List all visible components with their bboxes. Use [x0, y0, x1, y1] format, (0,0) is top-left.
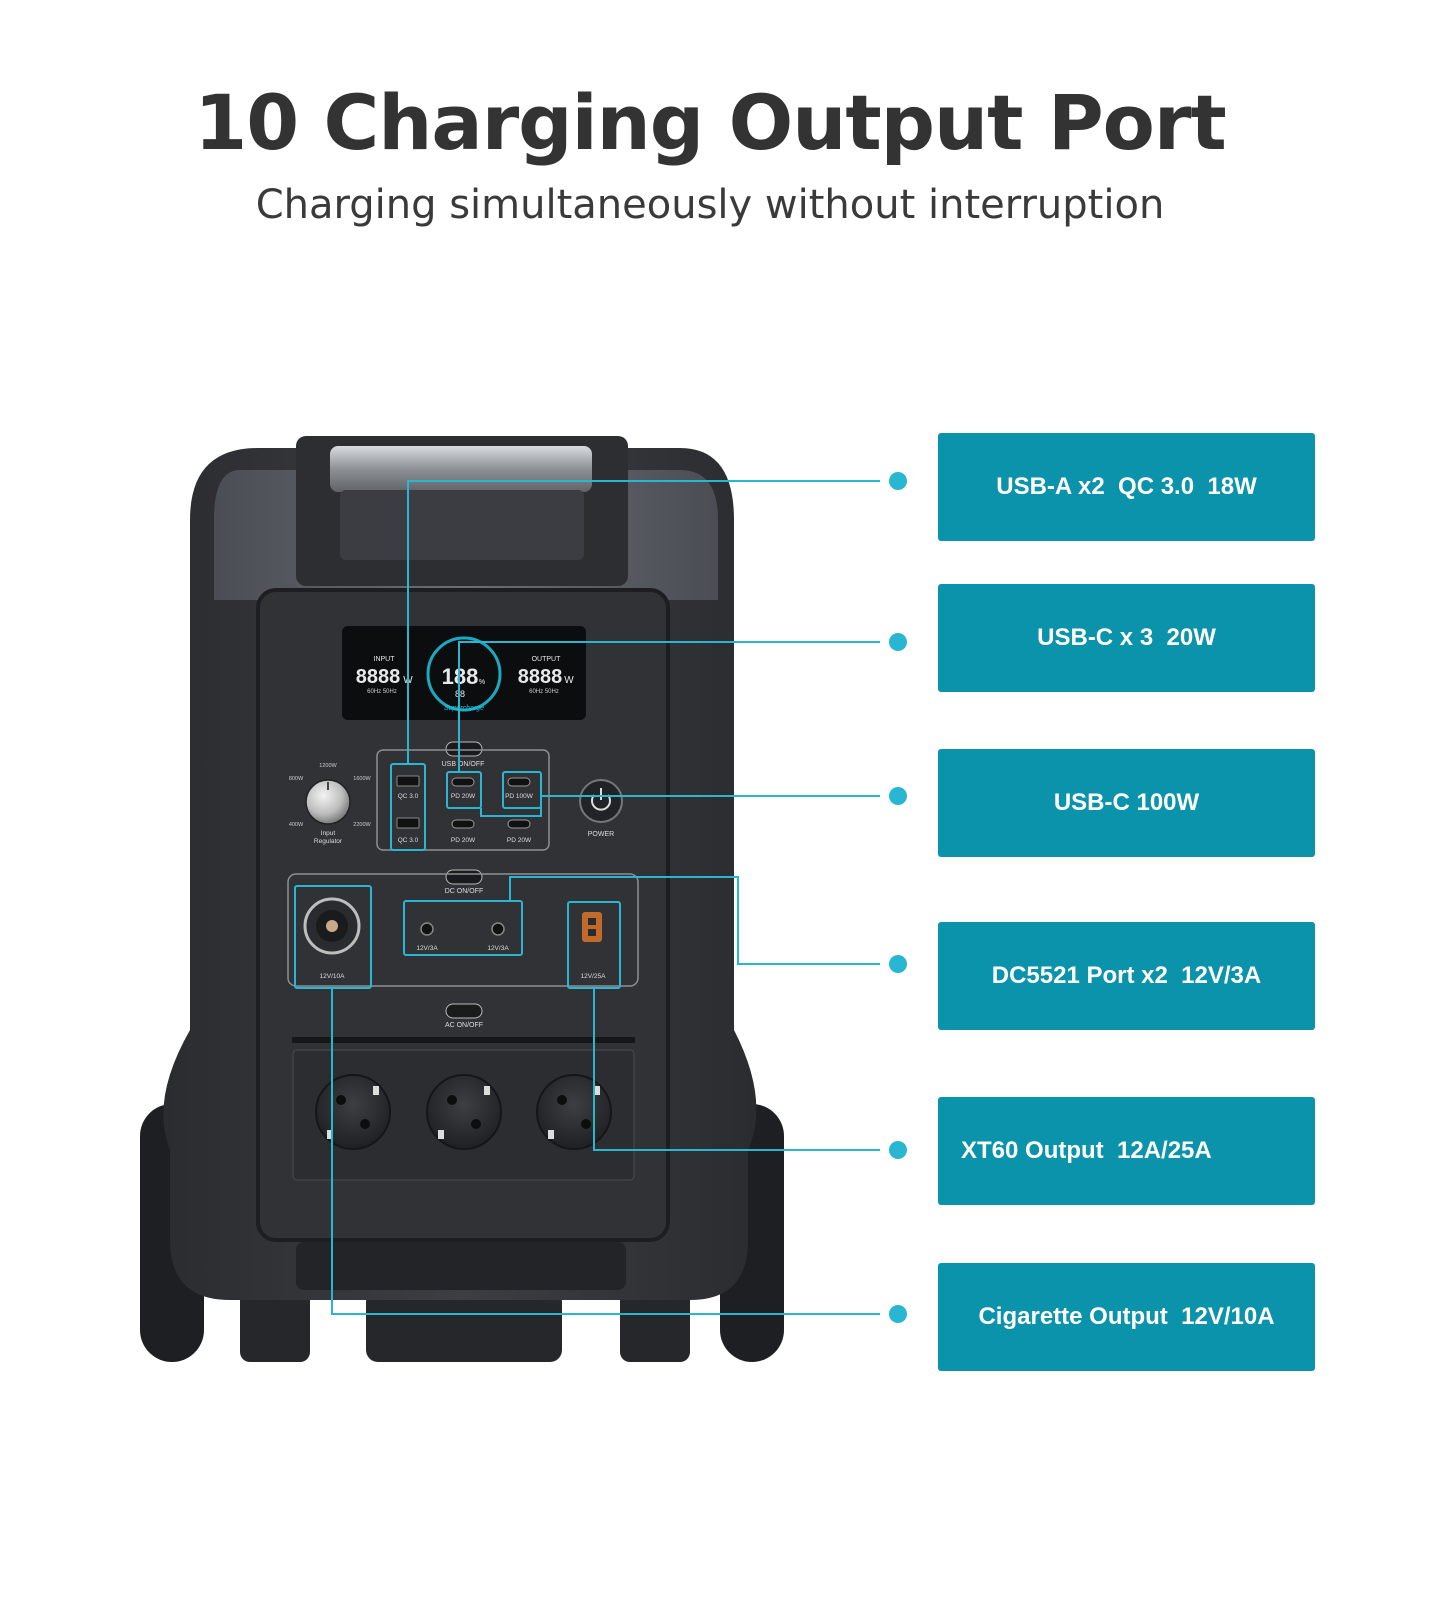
ac-outlet-1 — [315, 1074, 391, 1150]
display-percent-unit: % — [479, 679, 485, 686]
usb-c-port-top: PD 20W — [451, 777, 476, 800]
pd100-label: PD 100W — [505, 793, 534, 800]
callout-cigarette: Cigarette Output 12V/10A — [938, 1263, 1315, 1371]
page-title: 10 Charging Output Port — [194, 78, 1226, 167]
callout-usb-c-100w: USB-C 100W — [938, 749, 1315, 857]
dc-left-label: 12V/3A — [416, 945, 438, 952]
power-icon — [591, 794, 611, 811]
cig-label: 12V/10A — [320, 973, 346, 980]
center-foot — [366, 1290, 562, 1362]
page-subtitle: Charging simultaneously without interrup… — [255, 182, 1165, 228]
dc-toggle-label: DC ON/OFF — [445, 888, 484, 895]
carry-handle — [296, 436, 628, 586]
usb-toggle-label: USB ON/OFF — [442, 761, 485, 768]
bottom-grip — [296, 1242, 626, 1290]
pd20-bl-label: PD 20W — [451, 837, 476, 844]
ac-outlet-2 — [426, 1074, 502, 1150]
display-brand-tag: Supercharge — [444, 705, 484, 712]
knob-tick-1600: 1600W — [353, 776, 371, 782]
ac-outlet-3 — [536, 1074, 612, 1150]
display-hz-left: 60Hz 50Hz — [367, 689, 397, 695]
display-output-value: 8888 — [518, 666, 563, 688]
pd20-br-label: PD 20W — [507, 837, 532, 844]
display-hz-right: 60Hz 50Hz — [529, 689, 559, 695]
display-input-value: 8888 — [356, 666, 401, 688]
display-unit-right: W — [564, 675, 574, 686]
usb-c-port-bottom-left: PD 20W — [451, 819, 476, 844]
usb-c-100w-port: PD 100W — [505, 777, 534, 800]
ac-toggle-label: AC ON/OFF — [445, 1022, 483, 1029]
knob-tick-2200: 2200W — [353, 822, 371, 828]
knob-tick-400: 400W — [289, 822, 304, 828]
xt60-label: 12V/25A — [581, 973, 607, 980]
knob-title-line1: Input — [321, 830, 336, 837]
usb-toggle-button[interactable] — [445, 741, 483, 757]
knob-tick-1200: 1200W — [319, 763, 337, 769]
usb-a-port-bottom: QC 3.0 — [396, 817, 420, 844]
dc-toggle-button[interactable] — [445, 869, 483, 885]
knob-tick-800: 800W — [289, 776, 304, 782]
display-ring — [426, 636, 502, 712]
knob-title-line2: Regulator — [314, 838, 343, 845]
input-regulator-knob[interactable]: Input Regulator 1200W 1600W 2200W 400W 8… — [289, 763, 372, 845]
usb-c-port-bottom-right: PD 20W — [507, 819, 532, 844]
pd20-top-label: PD 20W — [451, 793, 476, 800]
display-output-label: OUTPUT — [532, 656, 562, 663]
power-button[interactable] — [579, 779, 623, 823]
usb-a-port-top: QC 3.0 — [396, 775, 420, 800]
usb-port-frame — [376, 749, 550, 851]
callout-dc5521: DC5521 Port x2 12V/3A — [938, 922, 1315, 1030]
connector-dots — [889, 472, 907, 1323]
connector-lines — [331, 480, 880, 1315]
dc5521-port-left: 12V/3A — [416, 922, 438, 952]
ac-toggle-button[interactable] — [445, 1003, 483, 1019]
callout-usb-c-20w: USB-C x 3 20W — [938, 584, 1315, 692]
display-input-label: INPUT — [374, 656, 396, 663]
qc-bottom-label: QC 3.0 — [398, 837, 419, 844]
cigarette-socket: 12V/10A — [303, 897, 361, 980]
callout-xt60: XT60 Output 12A/25A — [938, 1097, 1315, 1205]
lcd-display: INPUT 8888 W 60Hz 50Hz 188 % 88 Supercha… — [342, 626, 586, 720]
qc-top-label: QC 3.0 — [398, 793, 419, 800]
callout-usb-a: USB-A x2 QC 3.0 18W — [938, 433, 1315, 541]
xt60-port: 12V/25A — [581, 912, 607, 980]
dc5521-port-right: 12V/3A — [487, 922, 509, 952]
dc-right-label: 12V/3A — [487, 945, 509, 952]
dc-port-frame — [287, 873, 639, 987]
ac-cover-edge — [292, 1037, 635, 1043]
power-label: POWER — [588, 831, 614, 838]
